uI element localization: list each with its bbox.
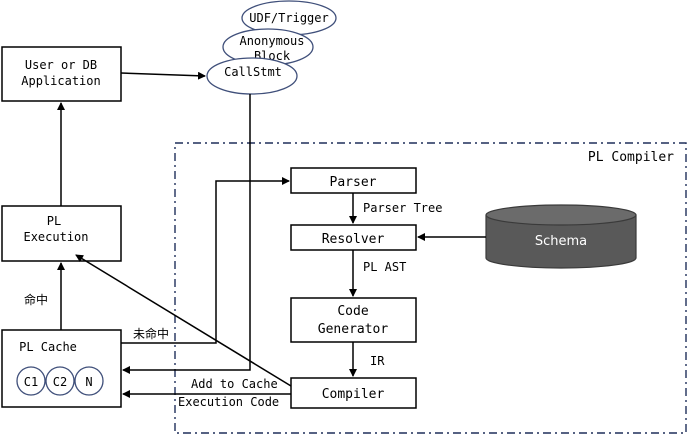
pl-compiler-label: PL Compiler xyxy=(588,150,674,165)
arrow-compiler-to-execution xyxy=(75,254,292,387)
resolver-label: Resolver xyxy=(322,232,385,247)
code-generator-box xyxy=(290,297,417,343)
callstmt-label: CallStmt xyxy=(224,65,282,79)
parser-box xyxy=(290,167,417,194)
pl-execution-box xyxy=(1,205,122,262)
code-generator-line1: Code xyxy=(337,304,368,319)
cache-item-c1: C1 xyxy=(16,366,46,396)
arrow-app-to-callstmt xyxy=(120,71,206,80)
compiler-label: Compiler xyxy=(322,387,385,402)
cache-item-n-label: N xyxy=(85,375,92,389)
pl-execution-line2: Execution xyxy=(23,230,88,244)
user-app-box xyxy=(1,46,122,102)
execution-code-label: Execution Code xyxy=(178,395,279,409)
add-to-cache-label: Add to Cache xyxy=(191,377,278,391)
schema-label: Schema xyxy=(535,234,587,249)
pl-cache-label: PL Cache xyxy=(19,340,77,354)
cache-item-c1-label: C1 xyxy=(24,375,38,389)
pl-compiler-region xyxy=(174,142,687,434)
ir-label: IR xyxy=(370,354,385,368)
code-generator-line2: Generator xyxy=(318,322,389,337)
parser-tree-label: Parser Tree xyxy=(363,201,442,215)
resolver-box xyxy=(290,224,417,251)
anonymous-block-oval: Anonymous Block xyxy=(222,28,314,66)
pl-execution-line1: PL xyxy=(47,214,61,228)
hit-label: 命中 xyxy=(24,292,48,307)
pl-ast-label: PL AST xyxy=(363,260,406,274)
udf-trigger-oval: UDF/Trigger xyxy=(241,0,337,36)
callstmt-oval: CallStmt xyxy=(206,57,298,95)
cache-item-n: N xyxy=(74,366,104,396)
udf-trigger-label: UDF/Trigger xyxy=(249,11,328,25)
arrow-cache-miss-to-parser xyxy=(121,177,290,344)
cache-item-c2: C2 xyxy=(45,366,75,396)
schema-database: Schema xyxy=(485,204,637,269)
cache-item-c2-label: C2 xyxy=(53,375,67,389)
anonymous-label: Anonymous xyxy=(239,34,304,48)
user-app-line1: User or DB xyxy=(25,58,97,72)
miss-label: 未命中 xyxy=(133,326,169,341)
compiler-box xyxy=(290,377,417,409)
user-app-line2: Application xyxy=(21,74,100,88)
arrow-callstmt-to-cache xyxy=(122,94,251,374)
parser-label: Parser xyxy=(330,175,377,190)
